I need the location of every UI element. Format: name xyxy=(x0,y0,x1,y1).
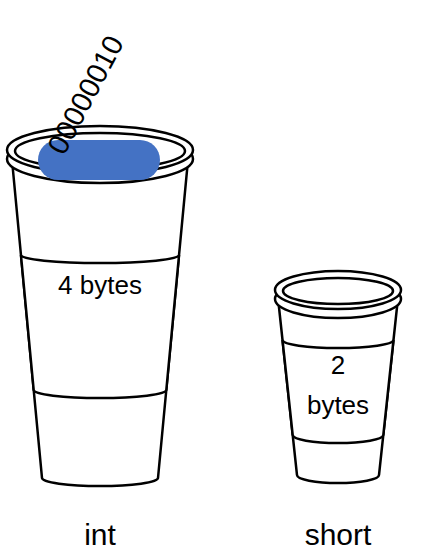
cup-opening xyxy=(15,133,185,169)
size-label: 2 bytes xyxy=(298,345,378,425)
cup-opening xyxy=(283,278,393,304)
cup-node: 4 bytesint xyxy=(2,120,198,550)
cup-sleeve xyxy=(283,340,394,443)
cup-rim xyxy=(7,126,193,174)
type-name: int xyxy=(0,518,238,552)
cup-body xyxy=(12,160,188,486)
cup-body xyxy=(278,298,398,483)
cup-sleeve xyxy=(21,255,179,398)
cup-rim xyxy=(275,271,401,309)
cup-node: 2 bytesshort xyxy=(270,260,406,550)
cup-shape xyxy=(2,120,198,550)
type-name: short xyxy=(230,518,433,552)
size-label: 4 bytes xyxy=(55,263,145,308)
